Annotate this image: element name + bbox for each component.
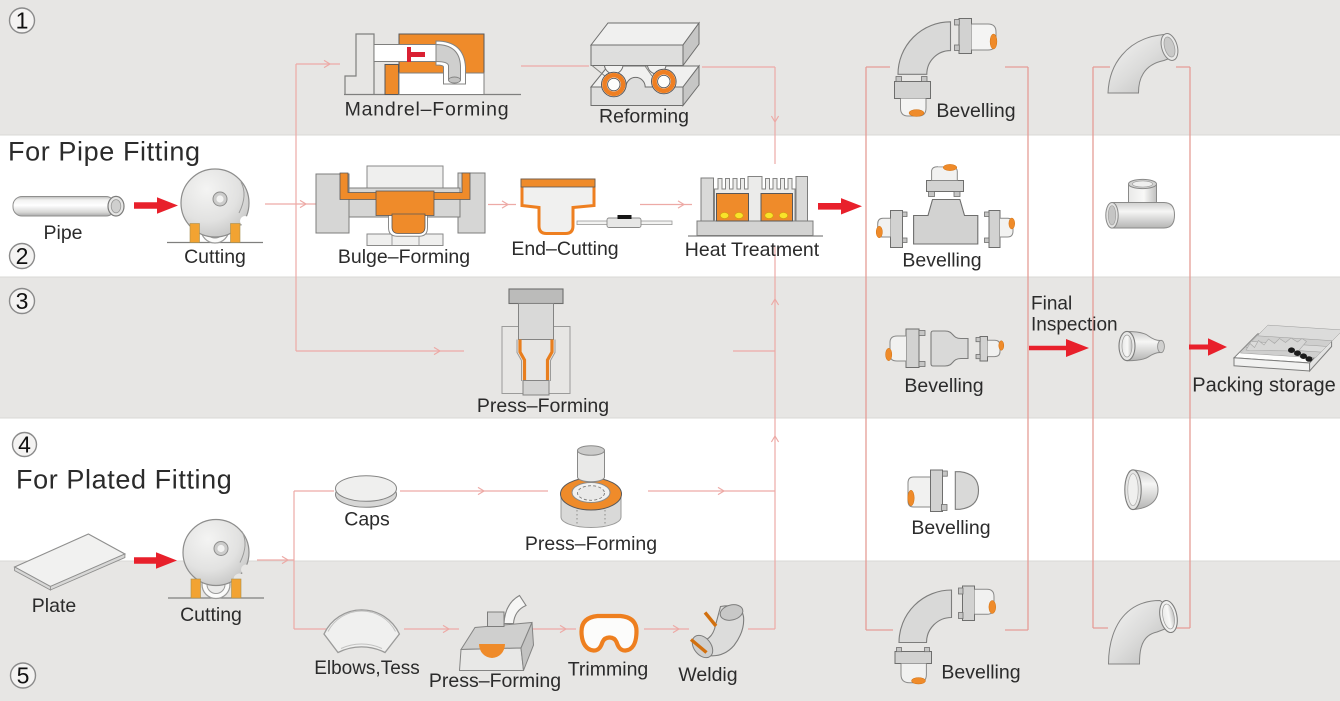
svg-text:2: 2: [16, 243, 29, 269]
svg-text:Press–Forming: Press–Forming: [477, 395, 609, 417]
svg-text:Bulge–Forming: Bulge–Forming: [338, 246, 470, 268]
svg-text:Weldig: Weldig: [678, 664, 737, 686]
svg-text:Final: Final: [1031, 294, 1072, 315]
svg-text:Bevelling: Bevelling: [904, 375, 983, 397]
svg-text:Press–Forming: Press–Forming: [525, 533, 657, 555]
svg-text:For Plated Fitting: For Plated Fitting: [16, 465, 232, 495]
svg-text:End–Cutting: End–Cutting: [511, 238, 618, 260]
svg-text:Bevelling: Bevelling: [911, 517, 990, 539]
svg-text:Reforming: Reforming: [599, 106, 689, 128]
svg-text:5: 5: [17, 663, 30, 689]
svg-text:For Pipe Fitting: For Pipe Fitting: [8, 137, 201, 167]
svg-text:Bevelling: Bevelling: [941, 662, 1020, 684]
svg-text:Elbows,Tess: Elbows,Tess: [314, 658, 420, 679]
svg-text:Bevelling: Bevelling: [936, 100, 1015, 122]
svg-text:Caps: Caps: [344, 509, 390, 531]
svg-text:Bevelling: Bevelling: [902, 250, 981, 272]
svg-text:Pipe: Pipe: [43, 222, 82, 244]
svg-text:Packing storage: Packing storage: [1192, 375, 1335, 397]
svg-text:Inspection: Inspection: [1031, 315, 1118, 336]
svg-text:4: 4: [18, 432, 31, 458]
svg-text:Mandrel–Forming: Mandrel–Forming: [345, 99, 510, 121]
svg-text:Press–Forming: Press–Forming: [429, 670, 561, 692]
svg-text:Heat Treatment: Heat Treatment: [685, 239, 820, 261]
svg-text:Plate: Plate: [32, 595, 76, 617]
svg-text:1: 1: [16, 8, 29, 34]
svg-text:Cutting: Cutting: [184, 246, 246, 268]
svg-text:Trimming: Trimming: [568, 659, 649, 681]
svg-text:Cutting: Cutting: [180, 604, 242, 626]
svg-text:3: 3: [16, 288, 29, 314]
